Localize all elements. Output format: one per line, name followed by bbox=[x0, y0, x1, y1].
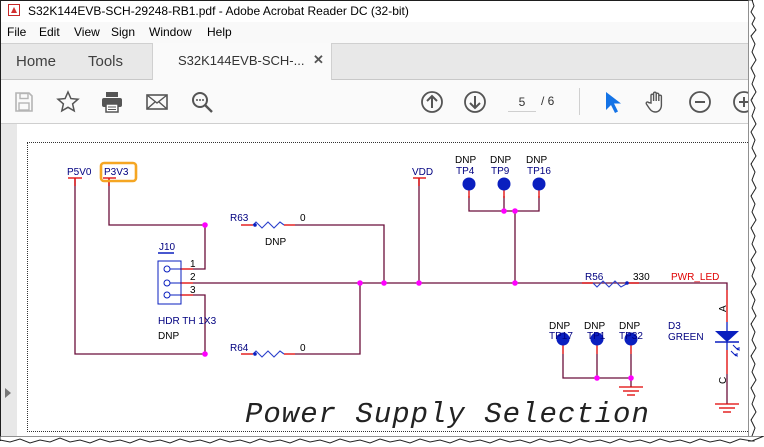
d3-color: GREEN bbox=[668, 332, 704, 343]
net-label-p5v0: P5V0 bbox=[67, 167, 92, 178]
tab-document-label: S32K144EVB-SCH-... bbox=[178, 53, 305, 68]
toolbar: 5 / 6 bbox=[1, 80, 753, 124]
wire-p5v0 bbox=[74, 179, 205, 355]
net-label-pwr-led: PWR_LED bbox=[671, 272, 719, 283]
wire-j10-pin1 bbox=[193, 225, 206, 270]
schematic-page: P5V0 P3V3 VDD PWR_LED R63 0 DNP R64 0 R5… bbox=[27, 142, 753, 441]
menu-file[interactable]: File bbox=[7, 25, 27, 39]
tp9-note: DNP bbox=[490, 155, 511, 166]
save-icon[interactable] bbox=[12, 90, 36, 114]
tp17-ref: TP17 bbox=[549, 331, 573, 342]
tp16-note: DNP bbox=[526, 155, 547, 166]
page-number-input[interactable]: 5 bbox=[508, 93, 536, 112]
j10-pin-2: 2 bbox=[190, 272, 196, 283]
acrobat-window: S32K144EVB-SCH-29248-RB1.pdf - Adobe Acr… bbox=[0, 0, 753, 441]
window-title: S32K144EVB-SCH-29248-RB1.pdf - Adobe Acr… bbox=[28, 4, 409, 18]
search-icon[interactable] bbox=[190, 90, 214, 114]
r56-value: 330 bbox=[633, 272, 650, 283]
testpoint-tp17 bbox=[556, 332, 570, 346]
testpoint-tp4 bbox=[462, 177, 476, 191]
zoom-in-icon[interactable] bbox=[732, 90, 753, 114]
j10-pin-3: 3 bbox=[190, 285, 196, 296]
tp4-ref: TP4 bbox=[456, 166, 475, 177]
connector-j10 bbox=[157, 252, 182, 305]
net-label-vdd: VDD bbox=[412, 167, 433, 178]
page-total: / 6 bbox=[541, 94, 555, 108]
title-bar: S32K144EVB-SCH-29248-RB1.pdf - Adobe Acr… bbox=[1, 1, 753, 22]
testpoints bbox=[462, 177, 638, 346]
left-navigation-rail bbox=[1, 124, 17, 441]
menu-bar: File Edit View Sign Window Help bbox=[1, 22, 753, 43]
tp32-note: DNP bbox=[619, 321, 640, 332]
print-icon[interactable] bbox=[100, 90, 124, 114]
acrobat-logo-icon bbox=[8, 4, 20, 16]
wire-r64-out bbox=[295, 283, 361, 355]
tab-home[interactable]: Home bbox=[16, 53, 57, 70]
testpoint-tp1 bbox=[590, 332, 604, 346]
close-tab-icon[interactable]: ✕ bbox=[313, 52, 324, 67]
email-icon[interactable] bbox=[145, 90, 169, 114]
tp1-note: DNP bbox=[584, 321, 605, 332]
j10-pin-1: 1 bbox=[190, 259, 196, 270]
schematic-title-block: Power Supply Selection bbox=[245, 398, 650, 431]
junctions bbox=[202, 208, 634, 381]
expand-panel-arrow-icon[interactable] bbox=[5, 388, 11, 398]
r56-ref: R56 bbox=[585, 272, 604, 283]
tp9-ref: TP9 bbox=[491, 166, 510, 177]
led-d3 bbox=[715, 322, 740, 358]
tp32-ref: TP32 bbox=[619, 331, 643, 342]
r63-note: DNP bbox=[265, 237, 286, 248]
r64-ref: R64 bbox=[230, 343, 249, 354]
search-highlight bbox=[99, 161, 138, 183]
testpoint-tp32 bbox=[624, 332, 638, 346]
tp1-ref: TP1 bbox=[587, 331, 606, 342]
j10-note: DNP bbox=[158, 331, 179, 342]
tp17-note: DNP bbox=[549, 321, 570, 332]
menu-window[interactable]: Window bbox=[149, 25, 192, 39]
resistor-r56-body bbox=[592, 280, 629, 288]
testpoint-tp9 bbox=[497, 177, 511, 191]
menu-sign[interactable]: Sign bbox=[111, 25, 136, 39]
tab-document[interactable]: S32K144EVB-SCH-... ✕ bbox=[152, 43, 332, 80]
d3-cathode-label: C bbox=[718, 377, 729, 384]
tab-tools[interactable]: Tools bbox=[88, 53, 124, 70]
menu-help[interactable]: Help bbox=[207, 25, 232, 39]
r64-value: 0 bbox=[300, 343, 306, 354]
resistor-r63-body bbox=[252, 221, 285, 229]
wire-j10-pin3 bbox=[193, 294, 206, 354]
r63-value: 0 bbox=[300, 213, 306, 224]
bookmark-star-icon[interactable] bbox=[56, 90, 80, 114]
zoom-out-icon[interactable] bbox=[688, 90, 712, 114]
tp16-ref: TP16 bbox=[527, 166, 551, 177]
j10-footprint: HDR TH 1X3 bbox=[158, 316, 217, 327]
tp4-note: DNP bbox=[455, 155, 476, 166]
page-down-icon[interactable] bbox=[463, 90, 487, 114]
toolbar-divider bbox=[579, 88, 580, 115]
r63-ref: R63 bbox=[230, 213, 249, 224]
net-label-p3v3: P3V3 bbox=[104, 167, 129, 178]
wire-p3v3 bbox=[108, 179, 205, 226]
j10-ref: J10 bbox=[159, 242, 176, 253]
d3-ref: D3 bbox=[668, 321, 681, 332]
d3-anode-label: A bbox=[718, 305, 729, 312]
resistor-r64-body bbox=[252, 350, 285, 358]
schematic-drawing: P5V0 P3V3 VDD PWR_LED R63 0 DNP R64 0 R5… bbox=[67, 155, 740, 413]
page-up-icon[interactable] bbox=[420, 90, 444, 114]
document-viewport[interactable]: P5V0 P3V3 VDD PWR_LED R63 0 DNP R64 0 R5… bbox=[1, 124, 753, 441]
wire-r63-out bbox=[295, 224, 385, 283]
hand-tool-icon[interactable] bbox=[644, 90, 668, 114]
torn-edge-right bbox=[748, 0, 757, 442]
select-cursor-icon[interactable] bbox=[601, 90, 625, 114]
wire-tp-bottom bbox=[562, 354, 632, 387]
testpoint-tp16 bbox=[532, 177, 546, 191]
torn-edge-bottom bbox=[0, 436, 764, 444]
wire-main-bus bbox=[193, 282, 728, 290]
menu-edit[interactable]: Edit bbox=[39, 25, 60, 39]
tab-bar: Home Tools S32K144EVB-SCH-... ✕ bbox=[1, 43, 753, 80]
menu-view[interactable]: View bbox=[74, 25, 100, 39]
